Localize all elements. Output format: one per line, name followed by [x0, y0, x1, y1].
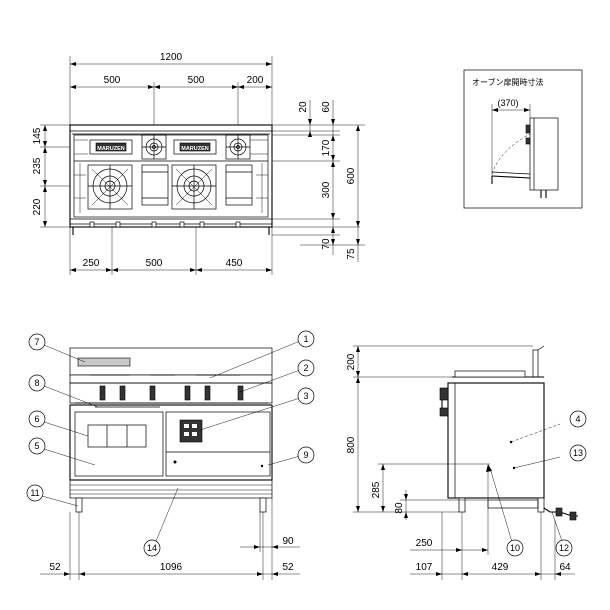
large-burner-right: [171, 164, 217, 210]
dim-right-300: 300: [321, 181, 332, 198]
side-view: 4 13 10 12 200 800 28: [346, 345, 587, 580]
callout-7: 7: [28, 333, 86, 363]
griddle-plate-right: [225, 164, 253, 206]
svg-text:2: 2: [303, 363, 308, 373]
svg-text:6: 6: [34, 414, 39, 424]
svg-text:10: 10: [510, 543, 520, 553]
dim-side-800: 800: [346, 436, 357, 453]
dim-right-170: 170: [321, 139, 332, 156]
control-panel-display: [179, 419, 203, 443]
leg-front-right: [259, 497, 267, 513]
callout-11: 11: [26, 484, 79, 507]
cooktop-outline: [69, 124, 273, 228]
svg-text:11: 11: [30, 488, 39, 498]
dim-70: 70: [321, 238, 332, 250]
callout-5: 5: [28, 437, 96, 466]
front-view: 1 2 3 7 8 6 5: [26, 330, 315, 580]
dim-right-600: 600: [346, 167, 357, 184]
inset-frame: [463, 69, 583, 209]
knob-row-top: [89, 221, 241, 228]
svg-text:13: 13: [573, 448, 583, 458]
svg-text:14: 14: [147, 543, 157, 553]
dim-side-80: 80: [394, 502, 405, 514]
control-knobs: [99, 385, 244, 401]
svg-text:8: 8: [34, 378, 39, 388]
dim-75: 75: [346, 248, 357, 260]
dim-front-52-right: 52: [282, 562, 294, 573]
svg-text:3: 3: [303, 391, 308, 401]
callout-1: 1: [209, 330, 315, 379]
inset-dim-370: (370): [497, 98, 518, 108]
callout-13: 13: [569, 444, 587, 462]
svg-text:4: 4: [575, 414, 580, 424]
dim-left-145: 145: [32, 127, 43, 144]
dim-side-107: 107: [416, 562, 433, 573]
leg-front-left: [75, 497, 83, 513]
svg-text:5: 5: [34, 441, 39, 451]
callout-4: 4: [569, 410, 587, 428]
oven-door: [74, 411, 164, 477]
dim-side-250: 250: [416, 538, 433, 549]
callout-14: 14: [143, 487, 179, 557]
griddle-plate-left: [141, 164, 169, 206]
small-burner-left: [141, 134, 167, 160]
side-knob-lower: [439, 407, 449, 417]
dim-side-64: 64: [559, 562, 571, 573]
callout-10: 10: [486, 464, 524, 557]
side-leg-back: [537, 497, 545, 513]
callout-3: 3: [199, 387, 315, 431]
dim-left-220: 220: [32, 198, 43, 215]
dim-side-285: 285: [371, 481, 382, 498]
callout-2: 2: [239, 359, 315, 393]
dim-left-235: 235: [32, 157, 43, 174]
oven-window: [87, 424, 147, 448]
large-burner-left: [87, 164, 133, 210]
inset-title: オーブン扉開時寸法: [472, 77, 544, 87]
dim-bottom-500: 500: [146, 258, 163, 269]
dim-overall-width: 1200: [160, 52, 183, 63]
dim-side-200: 200: [346, 353, 357, 370]
dim-seg-2: 500: [188, 75, 205, 86]
brand-label-right: MARUZEN: [181, 146, 209, 152]
dim-right-20: 20: [298, 101, 309, 113]
dim-seg-1: 500: [104, 75, 121, 86]
dim-90: 90: [282, 536, 294, 547]
side-knob-upper: [439, 387, 449, 401]
svg-text:9: 9: [303, 450, 308, 460]
dim-bottom-250: 250: [83, 258, 100, 269]
dim-side-429: 429: [492, 562, 509, 573]
dim-seg-3: 200: [247, 75, 264, 86]
svg-text:1: 1: [303, 334, 308, 344]
svg-text:12: 12: [559, 543, 569, 553]
callout-6: 6: [28, 410, 89, 437]
dim-front-1096: 1096: [160, 562, 183, 573]
callout-9: 9: [267, 446, 315, 466]
oven-door-inset: オーブン扉開時寸法 (370): [463, 69, 583, 209]
side-shelf: [77, 357, 131, 367]
callout-8: 8: [28, 374, 99, 408]
dim-front-52-left: 52: [49, 562, 61, 573]
small-burner-right: [225, 134, 251, 160]
svg-text:7: 7: [34, 337, 39, 347]
side-body: [447, 382, 545, 499]
dim-right-60: 60: [321, 101, 332, 113]
dim-bottom-450: 450: [226, 258, 243, 269]
callout-12: 12: [551, 511, 573, 557]
top-view: 1200 500 500 200 MARUZEN MARUZEN: [32, 52, 365, 275]
brand-label-left: MARUZEN: [97, 146, 125, 152]
